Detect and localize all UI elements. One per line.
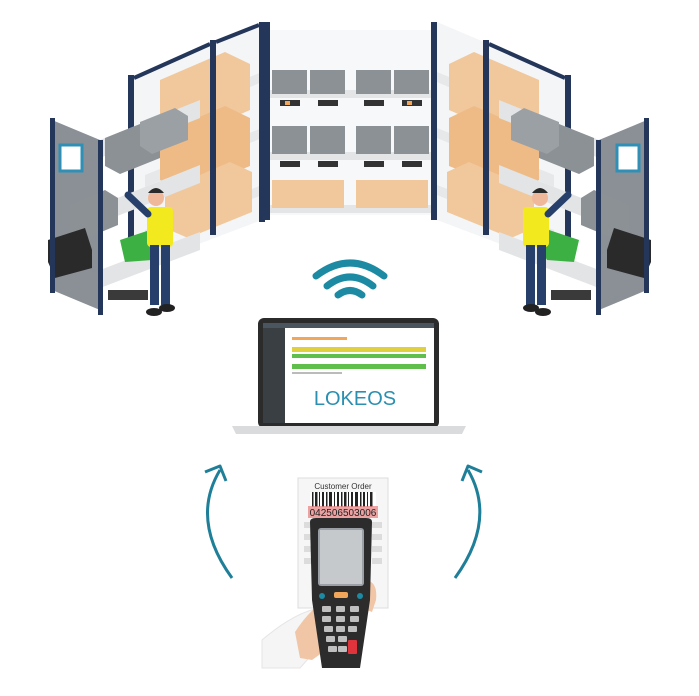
- center-carton: [356, 180, 428, 208]
- center-bin: [272, 70, 307, 94]
- right-rack-group: [437, 22, 651, 316]
- left-bin: [140, 108, 188, 154]
- barcode-scan-band: [308, 506, 378, 518]
- center-bin: [356, 70, 391, 94]
- scanner-keypad: [322, 606, 359, 652]
- right-rack-label: [615, 143, 641, 173]
- order-title: Customer Order: [314, 482, 372, 491]
- wifi-icon: [312, 259, 388, 299]
- scanner-key-orange: [334, 592, 348, 598]
- left-rack-upright: [259, 22, 265, 222]
- left-worker-vest: [147, 207, 173, 247]
- center-rack: [264, 22, 437, 220]
- handheld-scanner: [310, 518, 372, 668]
- left-worker: [124, 188, 175, 316]
- left-rack-upright: [210, 40, 216, 235]
- barcode-number: 042506503006: [310, 508, 377, 519]
- left-rack-upright: [128, 75, 134, 275]
- right-worker: [523, 188, 572, 316]
- center-carton: [272, 180, 344, 208]
- laptop-brand-text: LOKEOS: [314, 388, 396, 410]
- scanner-key-red: [348, 640, 357, 654]
- barcode-icon: [312, 492, 373, 507]
- laptop: LOKEOS: [232, 318, 466, 434]
- left-bin: [70, 190, 118, 240]
- left-bin-dark: [48, 228, 92, 278]
- laptop-screen: [263, 323, 434, 423]
- app-sidebar: [263, 328, 285, 423]
- curved-arrow-up-left-icon: [204, 464, 234, 579]
- right-worker-vest: [523, 207, 549, 247]
- center-bin: [394, 70, 429, 94]
- laptop-base: [232, 426, 466, 434]
- curved-arrow-up-right-icon: [453, 464, 483, 579]
- left-pick-light: [108, 290, 148, 300]
- center-bin: [310, 70, 345, 94]
- left-rack-label: [58, 143, 84, 173]
- left-rack-group: [48, 22, 265, 316]
- right-bin-dark: [607, 228, 651, 278]
